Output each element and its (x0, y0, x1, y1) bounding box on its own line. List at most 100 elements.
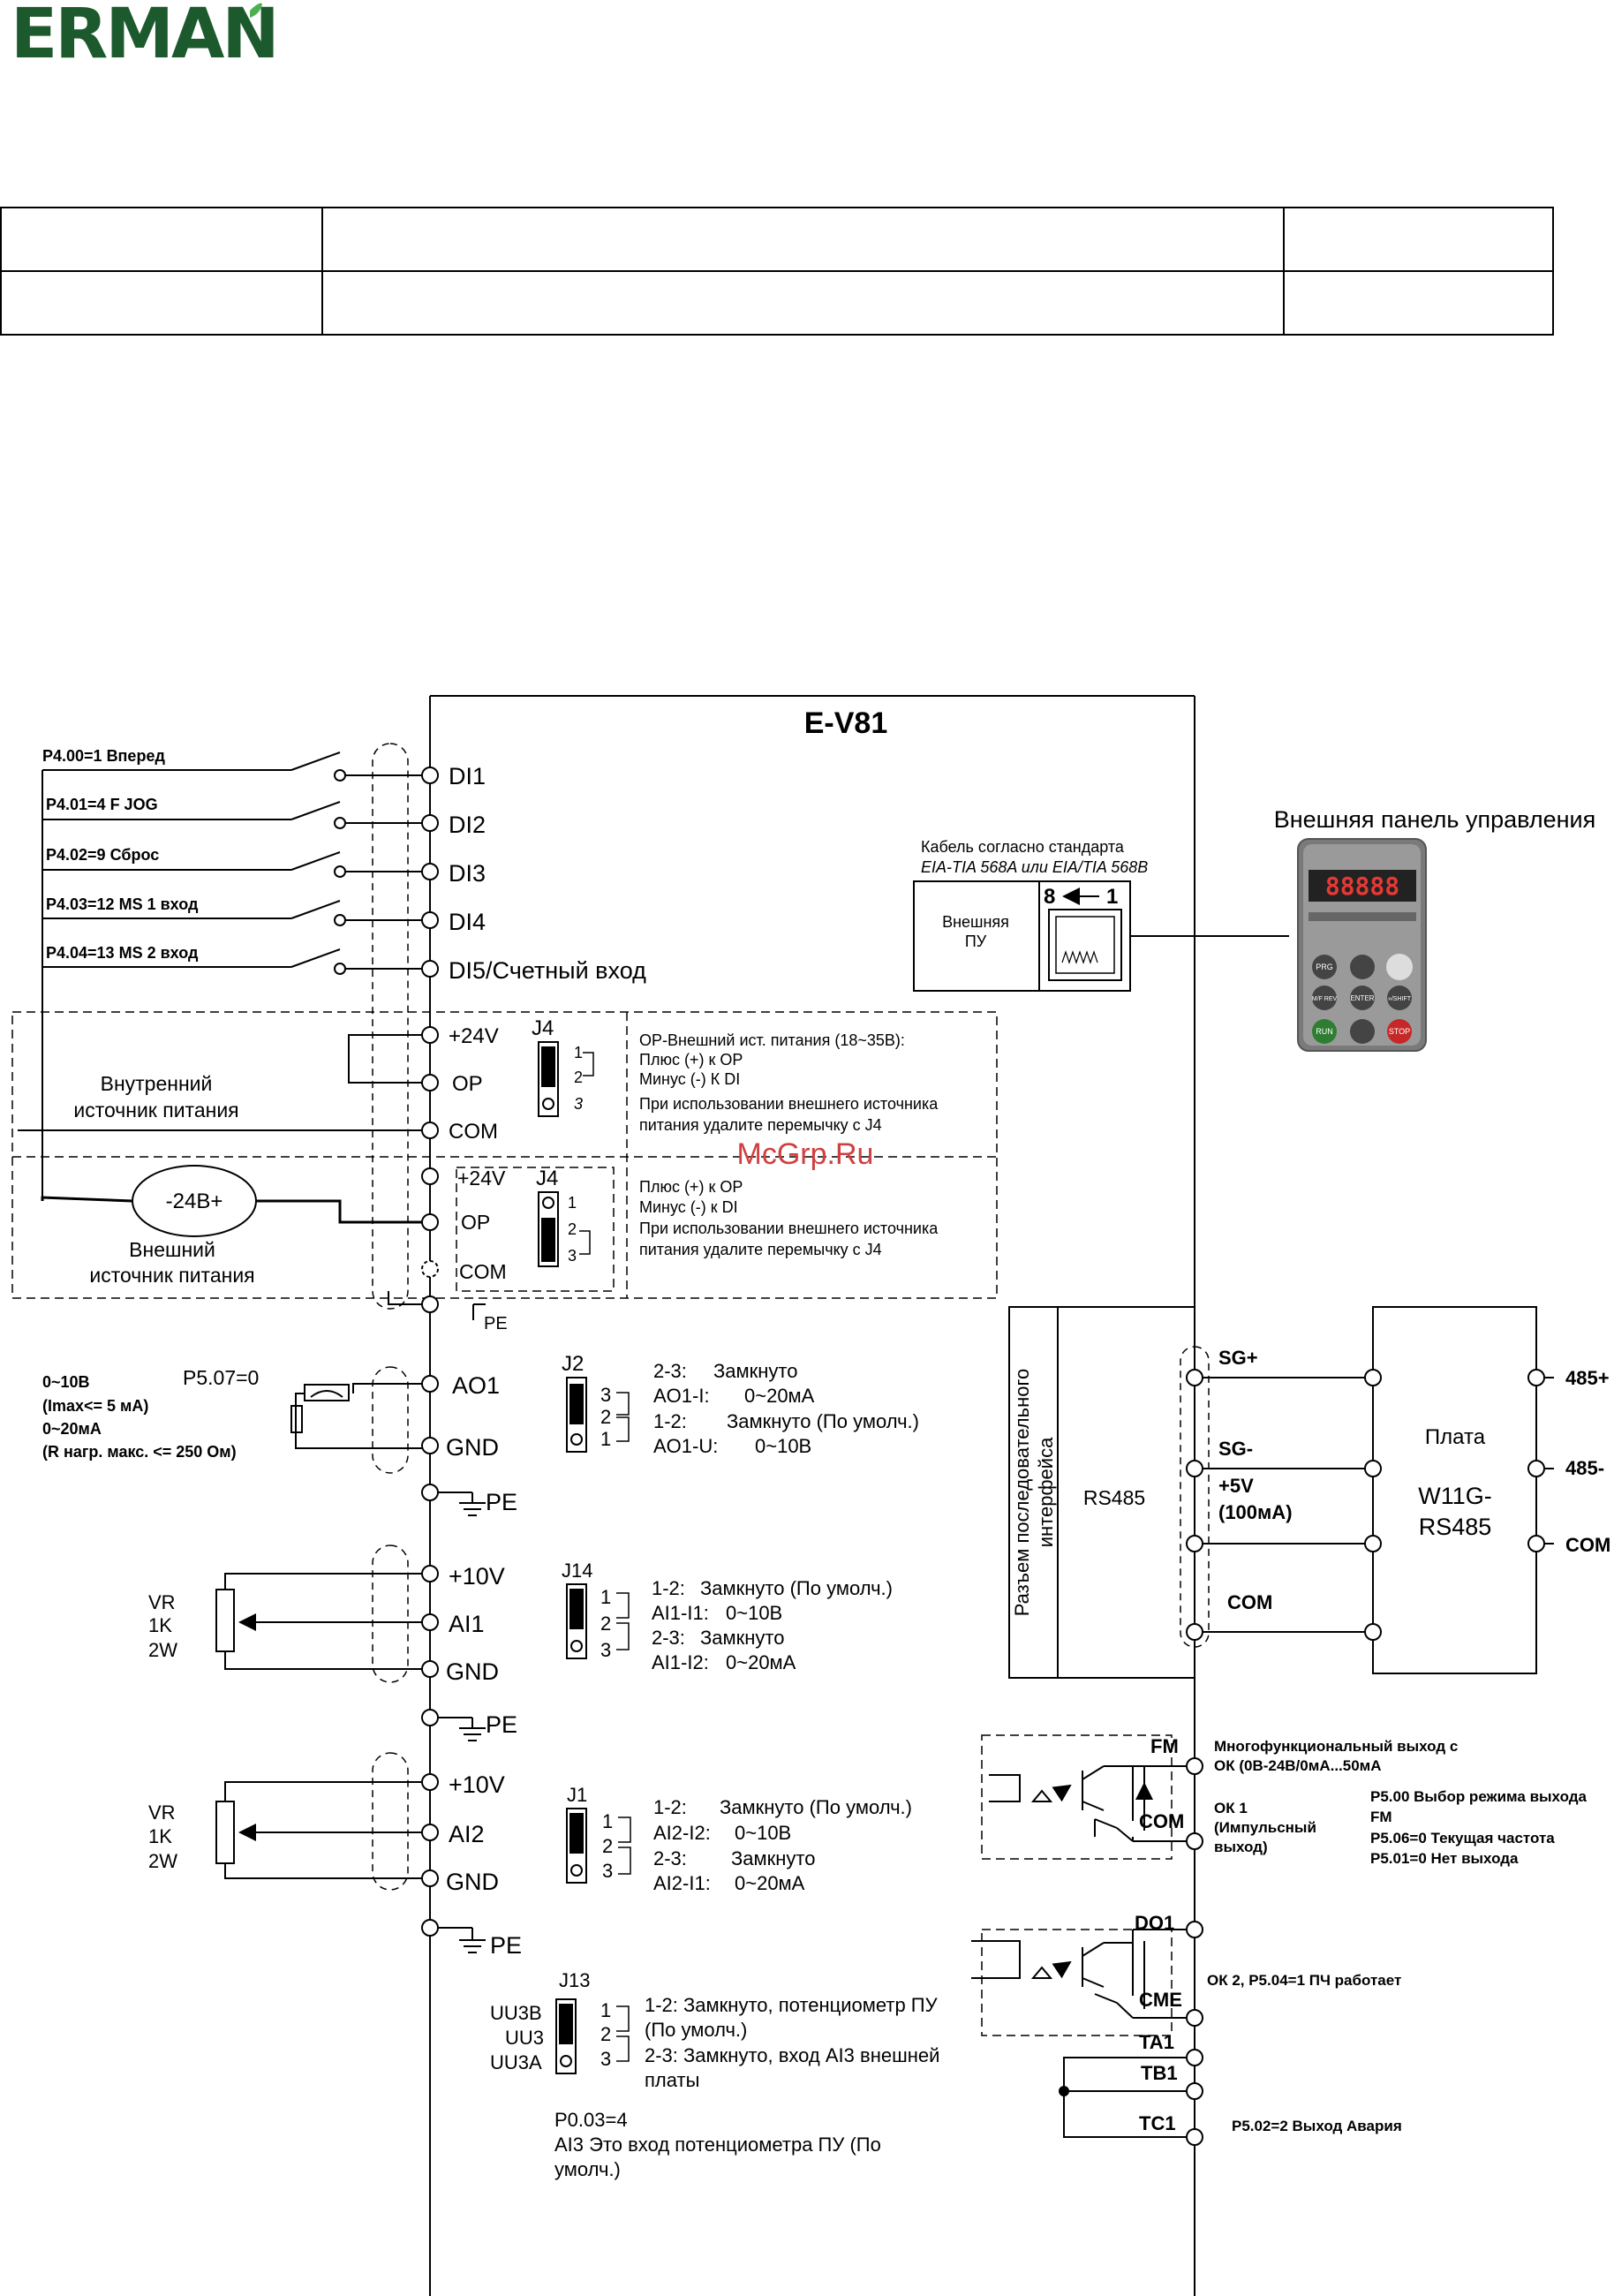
ai2-vr: VR (148, 1801, 176, 1824)
ai2-terminal: AI2 (449, 1821, 485, 1847)
ai1-vr: VR (148, 1591, 176, 1613)
j13-side: UU3 (505, 2027, 544, 2049)
fm-terminals (1186, 1757, 1203, 1850)
j1-note: Замкнуто (731, 1847, 816, 1869)
mf-rev-button[interactable]: M/F REV (1312, 996, 1338, 1002)
j14-note: 0~10В (726, 1602, 782, 1624)
header-table-row (0, 270, 1554, 336)
rs485-terminal: +5V (1218, 1475, 1254, 1497)
keypad-device: 88888 (1297, 838, 1427, 1052)
ao-terminal: AO1 (452, 1372, 500, 1399)
ai1-potentiometer-icon (215, 1573, 422, 1670)
drive-title: E-V81 (804, 706, 888, 740)
header-table (0, 207, 1554, 336)
j13-side: UU3A (490, 2051, 542, 2073)
j13-label: J13 (559, 1969, 590, 1991)
pe-ground-icon (388, 1291, 486, 1320)
j2-label: J2 (562, 1352, 584, 1376)
di-param-2: P4.01=4 F JOG (46, 796, 158, 813)
rs485-terminal: COM (1227, 1591, 1272, 1613)
j1-bracket (618, 1816, 631, 1875)
panel-title: Внешняя панель управления (1274, 806, 1596, 833)
j1-note: AI2-I1: (653, 1872, 711, 1894)
ai2-terminal: PE (490, 1932, 522, 1959)
erman-logo: ERMAN (11, 0, 280, 71)
ao-terminal: PE (486, 1489, 517, 1515)
header-cell (1283, 270, 1554, 336)
j14-note: AI1-I2: (652, 1651, 709, 1673)
j4-internal-label: J4 (532, 1016, 554, 1040)
run-button[interactable]: RUN (1316, 1027, 1333, 1036)
j4-pin: 1 (574, 1044, 583, 1061)
di-param-1: P4.00=1 Вперед (42, 747, 165, 765)
relay-terminal: TC1 (1139, 2112, 1176, 2134)
external-source: -24В+ (166, 1190, 223, 1213)
do1-desc: ОК 2, P5.04=1 ПЧ работает (1207, 1972, 1401, 1989)
internal-note: ОР-Внешний ист. питания (18~35В): (639, 1031, 905, 1049)
board-terminal: COM (1565, 1534, 1610, 1556)
fm-param: P5.01=0 Нет выхода (1370, 1850, 1519, 1867)
ground-icon (438, 1717, 486, 1741)
header-cell (321, 207, 1285, 272)
header-cell (0, 270, 323, 336)
logo-leaf-icon (250, 3, 262, 18)
enter-button[interactable]: ENTER (1350, 994, 1374, 1002)
do1-terminals (1186, 1921, 1203, 2027)
j1-pin: 2 (602, 1835, 613, 1857)
supply-regions (11, 1011, 998, 1299)
fm-param: FM (1370, 1809, 1392, 1825)
rs485-terminals (1186, 1369, 1545, 1641)
shield-cable (372, 743, 409, 1891)
relay-terminal: TB1 (1141, 2062, 1178, 2084)
ai1-terminal: PE (486, 1711, 517, 1738)
do1-terminal: CME (1139, 1989, 1182, 2011)
ext-terminal-24v: +24V (457, 1167, 506, 1190)
j13-bracket (616, 2005, 630, 2062)
di-terminal-1: DI1 (449, 763, 486, 789)
ai3-param: P0.03=4 (554, 2109, 628, 2131)
j13-note: платы (645, 2069, 699, 2091)
fm-terminal: FM (1150, 1735, 1179, 1757)
ai1-terminal: GND (446, 1658, 499, 1685)
j2-note: Замкнуто (713, 1360, 798, 1382)
ext-terminal-op: OP (461, 1211, 490, 1234)
jumper-j4-internal (538, 1041, 559, 1117)
j2-note: AO1-I: (653, 1385, 710, 1407)
board-terminal: 485+ (1565, 1367, 1610, 1389)
internal-supply-wiring (18, 1026, 439, 1139)
rs485-terminal: SG- (1218, 1438, 1253, 1460)
prg-button[interactable]: PRG (1316, 963, 1333, 971)
j2-note: 2-3: (653, 1360, 687, 1382)
header-cell (321, 270, 1285, 336)
shift-button[interactable]: »/SHIFT (1388, 996, 1412, 1002)
ai2-vr: 1K (148, 1825, 172, 1847)
ai3-param-note: умолч.) (554, 2158, 621, 2180)
j2-note: 1-2: (653, 1410, 687, 1432)
j1-pin: 3 (602, 1860, 613, 1882)
external-supply-label: источник питания (89, 1264, 254, 1287)
j13-pin: 3 (600, 2048, 611, 2070)
j4-bracket (579, 1230, 591, 1255)
fm-ok: (Импульсный (1214, 1819, 1316, 1836)
j2-pin: 3 (600, 1384, 611, 1406)
cable-note: Кабель согласно стандарта (921, 838, 1125, 856)
rs485-label: RS485 (1083, 1486, 1145, 1509)
j14-pin: 2 (600, 1612, 611, 1635)
di-terminal-3: DI3 (449, 860, 486, 887)
stop-button[interactable]: STOP (1389, 1027, 1410, 1036)
j14-note: 2-3: (652, 1627, 685, 1649)
j2-note: 0~20мА (744, 1385, 815, 1407)
port-label: ПУ (965, 933, 987, 950)
j4-pin: 3 (568, 1247, 577, 1265)
external-terminals (421, 1167, 439, 1313)
ground-icon (438, 1927, 486, 1953)
j14-label: J14 (562, 1560, 592, 1582)
j14-pin: 3 (600, 1639, 611, 1661)
rj45-port-icon (913, 880, 1289, 992)
j4-pin: 3 (574, 1095, 583, 1113)
ai2-vr: 2W (148, 1850, 177, 1872)
internal-note: Плюс (+) к OP (639, 1051, 743, 1069)
fm-ok: выход) (1214, 1839, 1268, 1855)
fm-ok: ОК 1 (1214, 1800, 1248, 1816)
